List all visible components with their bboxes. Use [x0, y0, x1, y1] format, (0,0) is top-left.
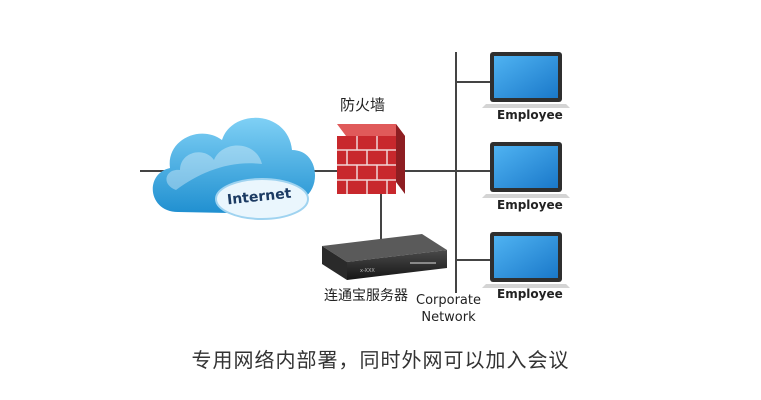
employee-label-3: Employee — [497, 287, 563, 301]
server-label: 连通宝服务器 — [324, 288, 408, 304]
corporate-network-line2: Network — [421, 310, 476, 325]
firewall-label: 防火墙 — [340, 96, 386, 114]
firewall-icon — [337, 124, 405, 194]
caption-text: 专用网络内部署，同时外网可以加入会议 — [191, 348, 570, 372]
server-icon: x-XXX — [322, 234, 447, 280]
laptop-icon-1 — [482, 52, 570, 108]
corporate-network-line1: Corporate — [416, 293, 481, 308]
server-brand-text: x-XXX — [360, 268, 375, 274]
corporate-network-label: Corporate Network — [416, 292, 481, 326]
employee-label-1: Employee — [497, 108, 563, 122]
laptop-icon-2 — [482, 142, 570, 198]
laptop-icon-3 — [482, 232, 570, 288]
cloud-icon — [152, 117, 316, 220]
employee-label-2: Employee — [497, 198, 563, 212]
